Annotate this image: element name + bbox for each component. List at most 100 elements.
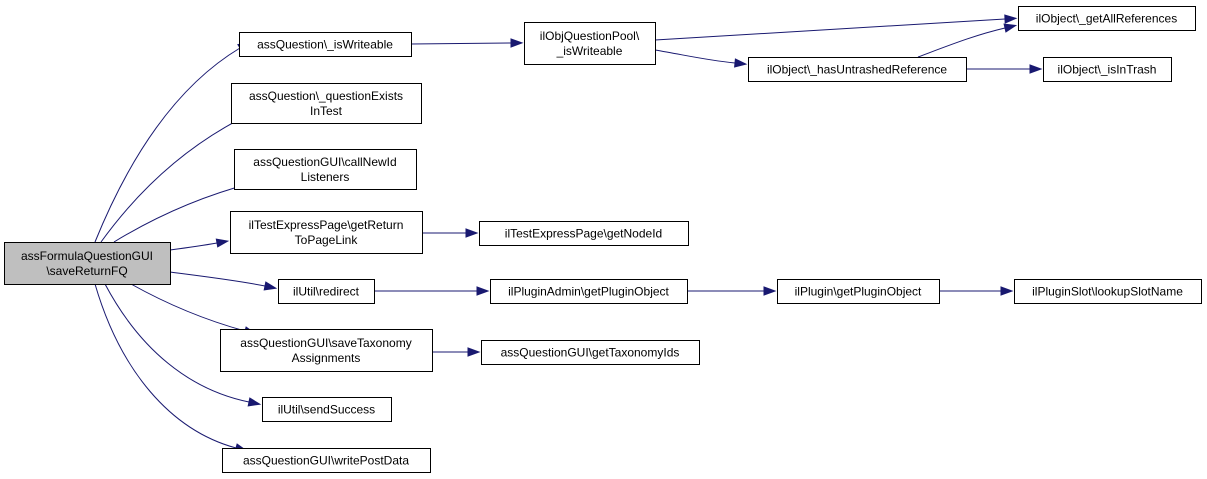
edge-line xyxy=(113,182,253,243)
node-box xyxy=(1043,57,1172,82)
node-redirect[interactable]: ilUtil\redirect xyxy=(278,279,375,304)
node-label-line: ilObject\_hasUntrashedReference xyxy=(767,63,947,77)
node-getAllRefs[interactable]: ilObject\_getAllReferences xyxy=(1018,6,1196,31)
node-label-line: ilTestExpressPage\getNodeId xyxy=(505,227,662,241)
edge-n_pluginObj-to-n_slotName xyxy=(939,286,1014,296)
edge-arrowhead xyxy=(1000,286,1014,296)
edge-n_hasUntrashed-to-n_getAllRefs xyxy=(917,23,1018,58)
node-box xyxy=(4,242,171,285)
node-label-line: _isWriteable xyxy=(556,44,623,58)
edge-line xyxy=(104,283,250,403)
node-label-line: ToPageLink xyxy=(295,233,359,247)
edge-n_isWriteable-to-n_poolWriteable xyxy=(410,38,524,48)
edge-arrowhead xyxy=(263,281,278,291)
node-box xyxy=(222,448,431,473)
node-label-line: Listeners xyxy=(301,170,350,184)
node-label-line: assQuestionGUI\callNewId xyxy=(253,155,396,169)
edge-arrowhead xyxy=(734,58,748,68)
node-label-line: ilUtil\redirect xyxy=(293,285,360,299)
node-box xyxy=(220,329,433,372)
edge-root-to-n_questionExists xyxy=(100,112,254,243)
node-box xyxy=(278,279,375,304)
node-label-line: ilObjQuestionPool\ xyxy=(540,29,640,43)
edge-n_hasUntrashed-to-n_isInTrash xyxy=(966,64,1043,74)
edge-line xyxy=(410,42,512,45)
edge-line xyxy=(94,47,241,243)
node-box xyxy=(777,279,940,304)
edge-arrowhead xyxy=(467,347,481,357)
node-label-line: ilPluginSlot\lookupSlotName xyxy=(1032,285,1183,299)
node-sendSuccess[interactable]: ilUtil\sendSuccess xyxy=(262,397,392,422)
node-label-line: assQuestionGUI\writePostData xyxy=(243,454,409,468)
node-pluginObj[interactable]: ilPlugin\getPluginObject xyxy=(777,279,940,304)
edge-root-to-n_sendSuccess xyxy=(104,283,262,407)
node-poolWriteable[interactable]: ilObjQuestionPool\_isWriteable xyxy=(524,22,656,65)
node-writePost[interactable]: assQuestionGUI\writePostData xyxy=(222,448,431,473)
edge-n_getReturn-to-n_getNodeId xyxy=(422,228,479,238)
node-label-line: Assignments xyxy=(292,351,361,365)
edge-line xyxy=(654,49,736,64)
node-label-line: InTest xyxy=(310,104,343,118)
node-isInTrash[interactable]: ilObject\_isInTrash xyxy=(1043,57,1172,82)
edge-line xyxy=(169,242,218,251)
edge-arrowhead xyxy=(1029,64,1043,74)
node-label-line: ilObject\_isInTrash xyxy=(1058,63,1157,77)
edge-n_poolWriteable-to-n_hasUntrashed xyxy=(654,49,748,68)
node-box xyxy=(239,32,412,57)
edge-arrowhead xyxy=(1004,14,1018,24)
node-box xyxy=(1014,279,1202,304)
edge-root-to-n_redirect xyxy=(169,271,278,291)
edge-root-to-n_getReturn xyxy=(169,238,230,251)
node-box xyxy=(748,57,967,82)
edge-arrowhead xyxy=(215,238,230,248)
node-label-line: ilTestExpressPage\getReturn xyxy=(249,218,404,232)
edge-n_saveTax-to-n_getTaxIds xyxy=(432,347,481,357)
edge-line xyxy=(100,117,243,243)
edge-arrowhead xyxy=(465,228,479,238)
edge-root-to-n_saveTax xyxy=(130,283,257,336)
node-label-line: ilPluginAdmin\getPluginObject xyxy=(508,285,669,299)
edge-line xyxy=(654,18,1006,41)
node-box xyxy=(490,279,688,304)
node-hasUntrashed[interactable]: ilObject\_hasUntrashedReference xyxy=(748,57,967,82)
node-box xyxy=(1018,6,1196,31)
edge-line xyxy=(169,271,266,287)
node-box xyxy=(481,340,700,365)
node-getNodeId[interactable]: ilTestExpressPage\getNodeId xyxy=(479,221,689,246)
edge-line xyxy=(94,283,237,449)
edge-arrowhead xyxy=(510,38,524,48)
node-label-line: ilObject\_getAllReferences xyxy=(1036,12,1177,26)
edge-line xyxy=(917,27,1006,58)
node-box xyxy=(231,83,422,124)
edge-arrowhead xyxy=(1003,23,1018,33)
node-box xyxy=(262,397,392,422)
edge-line xyxy=(130,283,246,332)
node-label-line: ilUtil\sendSuccess xyxy=(278,403,375,417)
node-isWriteable[interactable]: assQuestion\_isWriteable xyxy=(239,32,412,57)
node-label-line: assQuestion\_questionExists xyxy=(249,89,403,103)
edge-n_poolWriteable-to-n_getAllRefs xyxy=(654,14,1018,41)
edge-n_redirect-to-n_adminPlugin xyxy=(374,286,490,296)
edge-arrowhead xyxy=(247,397,262,407)
node-label-line: assQuestionGUI\saveTaxonomy xyxy=(240,336,411,350)
node-label-line: assQuestion\_isWriteable xyxy=(257,38,393,52)
node-box xyxy=(524,22,656,65)
edge-arrowhead xyxy=(476,286,490,296)
node-adminPlugin[interactable]: ilPluginAdmin\getPluginObject xyxy=(490,279,688,304)
node-root[interactable]: assFormulaQuestionGUI\saveReturnFQ xyxy=(4,242,171,285)
node-label-line: assQuestionGUI\getTaxonomyIds xyxy=(501,346,680,360)
node-box xyxy=(234,149,417,190)
node-slotName[interactable]: ilPluginSlot\lookupSlotName xyxy=(1014,279,1202,304)
node-box xyxy=(230,211,423,254)
nodes-layer: assFormulaQuestionGUI\saveReturnFQ assQue… xyxy=(4,6,1202,473)
edge-n_adminPlugin-to-n_pluginObj xyxy=(687,286,777,296)
node-label-line: \saveReturnFQ xyxy=(46,264,127,278)
node-label-line: assFormulaQuestionGUI xyxy=(21,249,153,263)
node-getTaxIds[interactable]: assQuestionGUI\getTaxonomyIds xyxy=(481,340,700,365)
node-box xyxy=(479,221,689,246)
